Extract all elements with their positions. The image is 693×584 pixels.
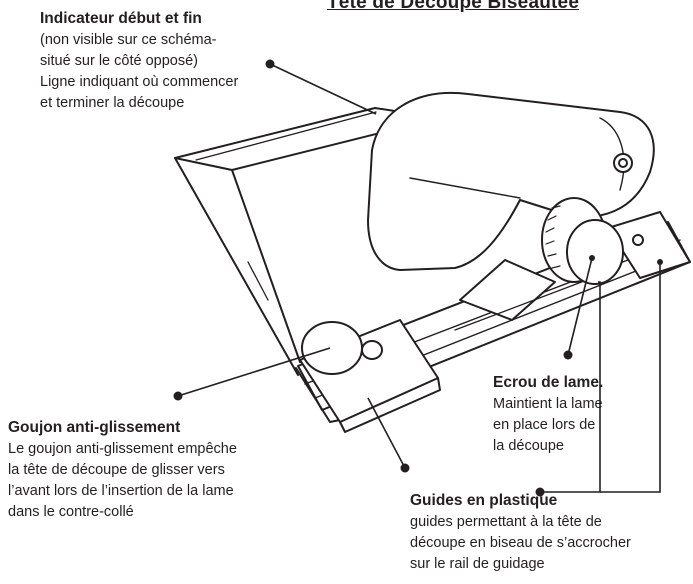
blade-nut-drawing <box>541 197 624 285</box>
leader-ecrou <box>567 257 593 356</box>
label-goujon-text: Le goujon anti-glissement empêche la têt… <box>8 441 237 520</box>
label-ecrou-text: Maintient la lame en place lors de la dé… <box>493 396 603 454</box>
leader-goujon <box>177 347 331 397</box>
label-indicateur: Indicateur début et fin (non visible sur… <box>40 8 238 114</box>
leader-guides <box>540 281 601 493</box>
label-ecrou-heading: Ecrou de lame. <box>493 374 604 391</box>
blade-carriage-drawing <box>454 259 601 331</box>
left-guide-block-drawing <box>299 319 441 433</box>
callout-dots <box>173 59 663 497</box>
dot-lame <box>400 463 410 473</box>
diagram-title: Tête de Découpe Biseautée <box>327 0 580 13</box>
label-guides: Guides en plastique guides permettant à … <box>410 490 631 575</box>
dot-rail-blade <box>589 255 595 261</box>
dot-guides <box>535 487 545 497</box>
label-goujon: Goujon anti-glissement Le goujon anti-gl… <box>8 417 237 523</box>
cutter-head-body-drawing <box>367 92 655 271</box>
dot-right-guide <box>657 259 663 265</box>
label-guides-heading: Guides en plastique <box>410 492 558 509</box>
dot-indicateur <box>265 59 275 69</box>
label-ecrou: Ecrou de lame. Maintient la lame en plac… <box>493 372 603 457</box>
label-guides-text: guides permettant à la tête de découpe e… <box>410 514 631 572</box>
callout-lines <box>177 63 661 493</box>
label-indicateur-heading: Indicateur début et fin <box>40 10 202 27</box>
dot-goujon <box>173 391 183 401</box>
right-guide-block-drawing <box>607 211 691 279</box>
label-indicateur-text: (non visible sur ce schéma- situé sur le… <box>40 32 239 111</box>
leader-indicateur <box>269 63 377 115</box>
label-goujon-heading: Goujon anti-glissement <box>8 419 181 436</box>
leader-lame <box>367 397 406 469</box>
dot-ecrou <box>563 350 573 360</box>
